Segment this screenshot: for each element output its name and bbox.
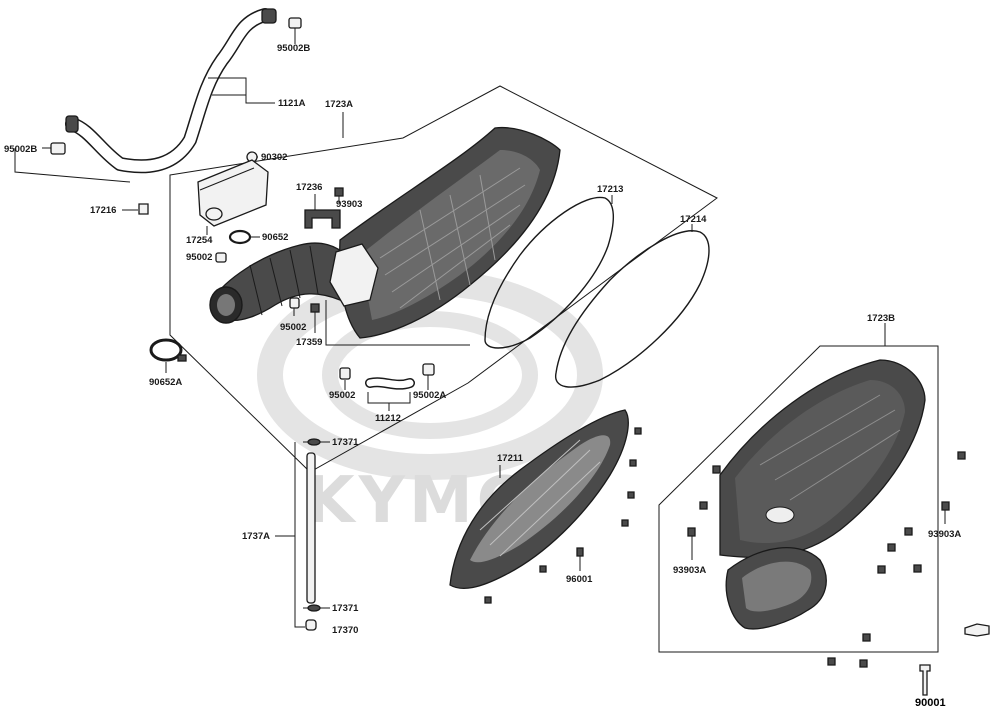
label-95002-b: 95002 xyxy=(280,322,306,333)
label-95002B-top: 95002B xyxy=(277,43,310,54)
label-1737A: 1737A xyxy=(242,531,270,542)
bracket-17236 xyxy=(304,209,341,229)
clamp-95002-c xyxy=(339,367,351,380)
clamp-95002-a xyxy=(215,252,227,263)
hose-clamp-95002B-top xyxy=(288,17,302,38)
label-17236: 17236 xyxy=(296,182,322,193)
air-cleaner-case xyxy=(329,126,561,339)
group-1723A-outline xyxy=(169,85,718,473)
label-1723A: 1723A xyxy=(325,99,353,110)
intake-duct xyxy=(209,242,349,324)
label-1723B: 1723B xyxy=(867,313,895,324)
label-17211: 17211 xyxy=(497,453,524,464)
filter-element-17211 xyxy=(449,409,629,589)
label-96001: 96001 xyxy=(566,574,593,585)
inlet-snorkel xyxy=(725,547,827,630)
label-90652: 90652 xyxy=(262,232,288,243)
label-17370: 17370 xyxy=(332,625,358,636)
label-17254: 17254 xyxy=(186,235,213,246)
group-1723B-outline xyxy=(658,345,939,653)
label-90652A: 90652A xyxy=(149,377,182,388)
label-17359: 17359 xyxy=(296,337,322,348)
label-17216: 17216 xyxy=(90,205,116,216)
label-90001: 90001 xyxy=(915,697,946,709)
label-93903A-left: 93903A xyxy=(673,565,706,576)
breather-hose-1121A xyxy=(65,8,277,174)
label-90302: 90302 xyxy=(261,152,287,163)
label-93903: 93903 xyxy=(336,199,362,210)
screws-1723B xyxy=(687,451,966,668)
hose-end-cap-left xyxy=(65,115,79,133)
label-17213: 17213 xyxy=(597,184,623,195)
clamp-90652 xyxy=(228,229,252,245)
hose-end-cap-top xyxy=(261,8,277,24)
gasket-17213 xyxy=(484,196,614,349)
plug-17359 xyxy=(310,303,320,313)
label-17371-bottom: 17371 xyxy=(332,603,359,614)
label-95002B-left: 95002B xyxy=(4,144,37,155)
gasket-17214 xyxy=(555,230,710,388)
label-17214: 17214 xyxy=(680,214,707,225)
label-11212: 11212 xyxy=(375,413,401,424)
bolts-90001 xyxy=(919,623,990,696)
screw-93903 xyxy=(334,187,344,197)
air-cleaner-cover-1723B xyxy=(719,359,926,559)
label-1121A: 1121A xyxy=(278,98,306,109)
clamp-95002A xyxy=(422,363,435,376)
drain-box-17254 xyxy=(197,159,269,227)
clamp-95002-b xyxy=(289,297,300,309)
label-17371-top: 17371 xyxy=(332,437,359,448)
clamp-90652A xyxy=(149,338,187,362)
label-93903A-right: 93903A xyxy=(928,529,961,540)
label-95002-c: 95002 xyxy=(329,390,355,401)
label-95002A: 95002A xyxy=(413,390,446,401)
screws-17211 xyxy=(484,427,642,604)
label-95002-a: 95002 xyxy=(186,252,212,263)
hose-clamp-95002B-left xyxy=(50,142,66,155)
fitting-17216 xyxy=(138,203,149,215)
